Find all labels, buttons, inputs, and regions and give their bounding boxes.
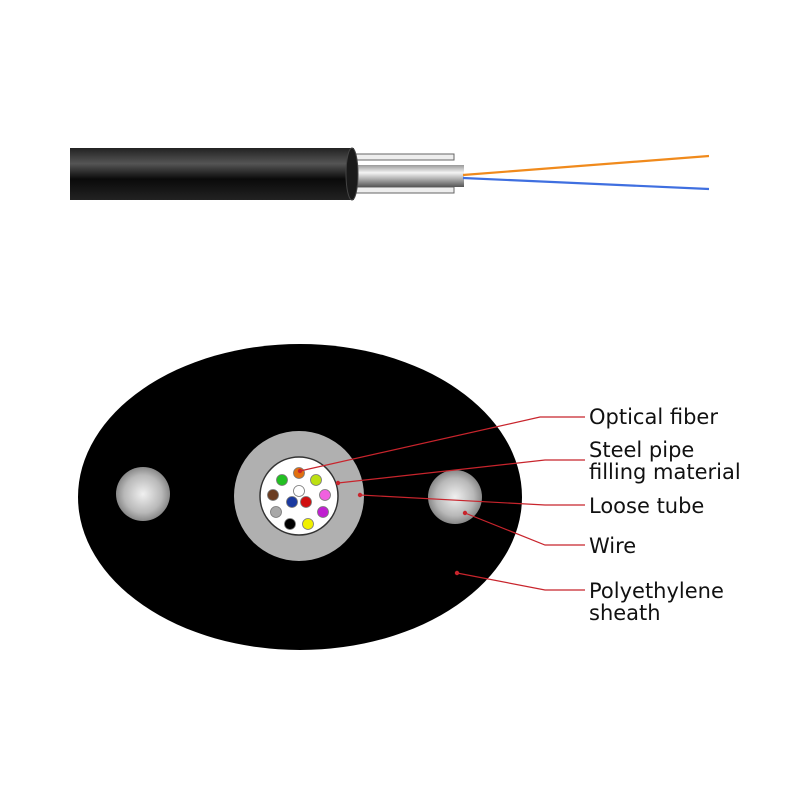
optical-fiber-strand	[286, 496, 298, 508]
wire-left	[116, 467, 170, 521]
jacket-end	[345, 147, 359, 201]
optical-fiber-strand	[300, 496, 312, 508]
leader-lines	[297, 416, 585, 591]
blue-fiber	[462, 176, 710, 191]
side-jacket	[70, 148, 354, 200]
label-steel-pipe: Steel pipe	[589, 438, 694, 462]
label-wire: Wire	[589, 534, 636, 558]
cable-side-view	[70, 147, 710, 201]
optical-fiber-strand	[270, 506, 282, 518]
side-steel-pipe	[352, 165, 464, 187]
optical-fiber-strand	[302, 518, 314, 530]
optical-fiber-strand	[317, 506, 329, 518]
cable-cross-section	[78, 344, 522, 650]
leader-optical-fiber	[299, 416, 585, 472]
leader-loose-tube	[359, 494, 585, 506]
label-polyethylene: Polyethylene	[589, 579, 724, 603]
optical-fiber-strand	[293, 485, 305, 497]
optical-fiber-strand	[319, 489, 331, 501]
label-optical-fiber: Optical fiber	[589, 405, 718, 429]
leader-sheath	[456, 572, 585, 591]
optical-fibers	[267, 467, 331, 530]
wire-right	[428, 470, 482, 524]
side-wire-top	[353, 153, 455, 161]
optical-fiber-strand	[310, 474, 322, 486]
label-filling-material: filling material	[589, 460, 741, 484]
label-sheath: sheath	[589, 601, 661, 625]
optical-fiber-strand	[276, 474, 288, 486]
orange-fiber	[462, 154, 710, 177]
optical-fiber-strand	[284, 518, 296, 530]
optical-fiber-strand	[267, 489, 279, 501]
label-loose-tube: Loose tube	[589, 494, 704, 518]
side-wire-bottom	[353, 186, 455, 194]
leader-wire	[464, 512, 585, 546]
leader-steel-pipe	[337, 459, 585, 484]
